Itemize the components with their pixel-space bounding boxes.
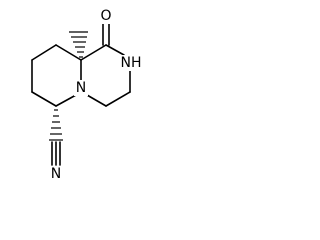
atom-labels: O NH N N [49,8,144,182]
bond-c9a-c9 [55,44,82,61]
molecule-structure: O NH N N [31,8,144,182]
bond-c6-n5 [55,94,77,107]
bond-c9-c8 [31,44,57,61]
hashed-wedge-c6 [49,109,63,141]
bond-c4-n5 [86,94,107,107]
atom-label-oxygen: O [100,8,111,24]
bond-c1-n2 [105,44,125,56]
atom-label-nh: NH [121,55,142,71]
bond-c7-c6 [31,91,57,107]
bonds [31,21,131,166]
stereo-bonds [49,31,88,141]
bond-c9a-c1 [80,44,107,61]
atom-label-nitrile-n: N [51,166,61,182]
hashed-wedge-c9a [69,31,88,58]
bond-c3-c4 [105,91,131,107]
atom-label-bridge-n: N [76,80,86,96]
